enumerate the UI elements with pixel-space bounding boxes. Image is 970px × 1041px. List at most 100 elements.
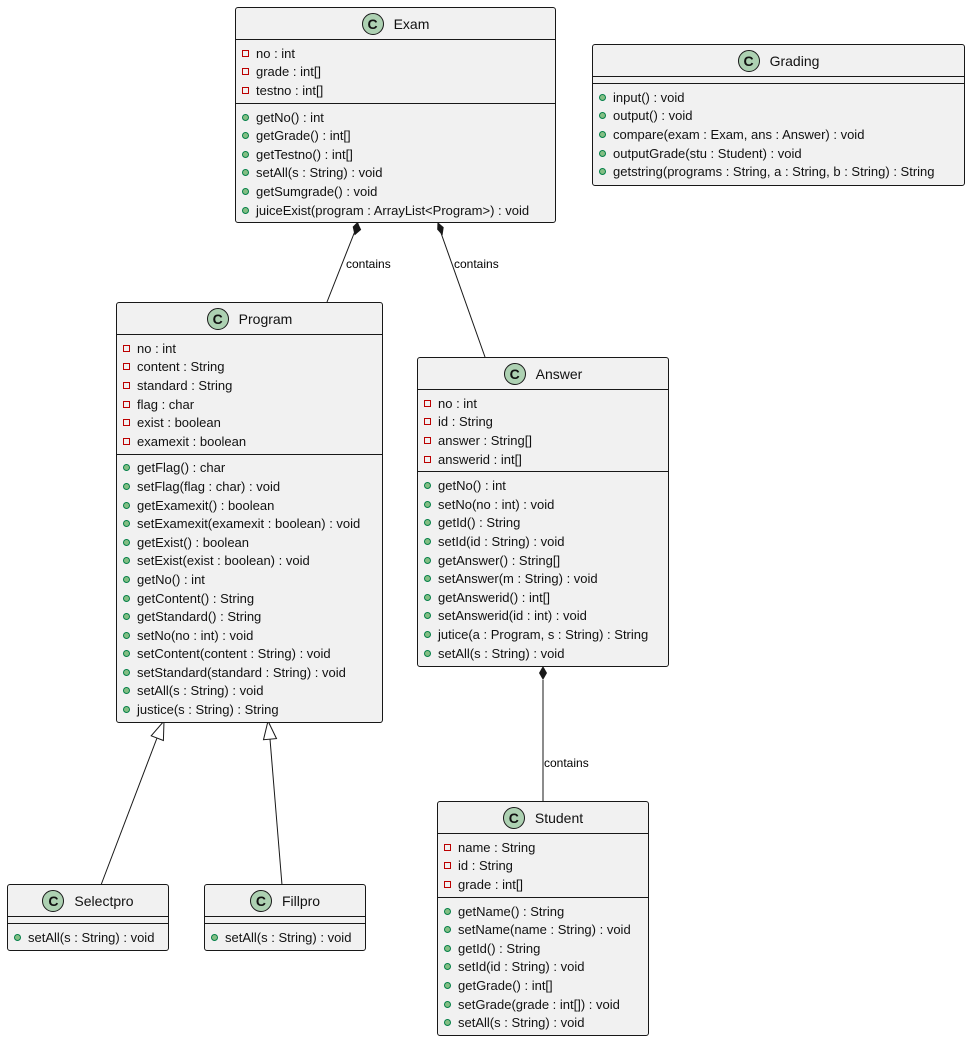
class-selectpro[interactable]: C Selectpro setAll(s : String) : void bbox=[7, 884, 169, 951]
public-visibility-icon bbox=[424, 519, 431, 527]
method-text: juiceExist(program : ArrayList<Program>)… bbox=[256, 202, 530, 218]
public-visibility-icon bbox=[123, 613, 130, 621]
class-badge-icon: C bbox=[249, 889, 272, 912]
class-fillpro[interactable]: C Fillpro setAll(s : String) : void bbox=[204, 884, 366, 951]
method-row: setNo(no : int) : void bbox=[418, 495, 668, 514]
attribute-text: grade : int[] bbox=[256, 64, 322, 80]
public-visibility-icon bbox=[242, 132, 249, 140]
private-visibility-icon bbox=[444, 843, 451, 851]
public-visibility-icon bbox=[444, 1000, 451, 1008]
method-row: setId(id : String) : void bbox=[418, 532, 668, 551]
method-row: setFlag(flag : char) : void bbox=[117, 477, 382, 496]
class-badge-icon: C bbox=[737, 49, 760, 72]
class-header: C Grading bbox=[593, 45, 964, 77]
public-visibility-icon bbox=[123, 501, 130, 509]
class-name: Program bbox=[238, 310, 293, 327]
attribute-text: name : String bbox=[458, 839, 536, 855]
method-row: getGrade() : int[] bbox=[438, 976, 648, 995]
class-header: C Selectpro bbox=[8, 885, 168, 917]
public-visibility-icon bbox=[424, 630, 431, 638]
method-row: getAnswerid() : int[] bbox=[418, 588, 668, 607]
method-text: input() : void bbox=[613, 89, 685, 105]
method-row: setName(name : String) : void bbox=[438, 920, 648, 939]
private-visibility-icon bbox=[242, 86, 249, 94]
method-text: getFlag() : char bbox=[137, 460, 226, 476]
method-text: getId() : String bbox=[458, 940, 541, 956]
method-text: getSumgrade() : void bbox=[256, 183, 378, 199]
public-visibility-icon bbox=[242, 187, 249, 195]
attribute-text: no : int bbox=[137, 340, 177, 356]
class-badge-icon: C bbox=[502, 806, 525, 829]
fillpro-program-inheritance bbox=[262, 719, 283, 886]
public-visibility-icon bbox=[599, 93, 606, 101]
exam-program-composition: contains bbox=[326, 222, 391, 303]
method-row: output() : void bbox=[593, 107, 964, 126]
method-row: justice(s : String) : String bbox=[117, 700, 382, 719]
answer-student-label: contains bbox=[544, 756, 589, 770]
method-text: getAnswerid() : int[] bbox=[438, 589, 550, 605]
public-visibility-icon bbox=[123, 668, 130, 676]
method-row: getNo() : int bbox=[418, 476, 668, 495]
method-row: getFlag() : char bbox=[117, 459, 382, 478]
method-row: getNo() : int bbox=[236, 108, 555, 127]
private-visibility-icon bbox=[424, 436, 431, 444]
attribute-row: exist : boolean bbox=[117, 413, 382, 432]
attribute-text: id : String bbox=[438, 414, 493, 430]
method-text: getNo() : int bbox=[256, 109, 324, 125]
class-badge-icon: C bbox=[503, 362, 526, 385]
class-name: Fillpro bbox=[281, 892, 321, 909]
attribute-row: no : int bbox=[236, 44, 555, 63]
attribute-row: no : int bbox=[418, 394, 668, 413]
attribute-row: grade : int[] bbox=[438, 875, 648, 894]
method-text: getContent() : String bbox=[137, 590, 255, 606]
private-visibility-icon bbox=[424, 418, 431, 426]
attribute-text: content : String bbox=[137, 359, 225, 375]
method-row: getNo() : int bbox=[117, 570, 382, 589]
method-row: getId() : String bbox=[418, 514, 668, 533]
private-visibility-icon bbox=[123, 381, 130, 389]
method-text: justice(s : String) : String bbox=[137, 702, 279, 718]
attribute-text: grade : int[] bbox=[458, 876, 524, 892]
public-visibility-icon bbox=[242, 206, 249, 214]
public-visibility-icon bbox=[123, 557, 130, 565]
method-row: getStandard() : String bbox=[117, 607, 382, 626]
method-text: outputGrade(stu : Student) : void bbox=[613, 145, 802, 161]
class-badge-icon: C bbox=[42, 889, 65, 912]
class-header: C Program bbox=[117, 303, 382, 335]
method-text: getNo() : int bbox=[438, 478, 506, 494]
method-text: setId(id : String) : void bbox=[458, 959, 585, 975]
public-visibility-icon bbox=[444, 981, 451, 989]
method-text: getExist() : boolean bbox=[137, 534, 250, 550]
method-row: setExamexit(examexit : boolean) : void bbox=[117, 514, 382, 533]
method-text: getGrade() : int[] bbox=[458, 977, 553, 993]
attributes-section bbox=[205, 917, 365, 924]
class-header: C Fillpro bbox=[205, 885, 365, 917]
private-visibility-icon bbox=[123, 344, 130, 352]
method-text: setFlag(flag : char) : void bbox=[137, 478, 281, 494]
public-visibility-icon bbox=[123, 482, 130, 490]
method-row: setAnswer(m : String) : void bbox=[418, 569, 668, 588]
attribute-row: testno : int[] bbox=[236, 81, 555, 100]
public-visibility-icon bbox=[444, 907, 451, 915]
method-row: setAll(s : String) : void bbox=[418, 644, 668, 663]
method-text: setName(name : String) : void bbox=[458, 922, 631, 938]
public-visibility-icon bbox=[424, 612, 431, 620]
method-row: setAll(s : String) : void bbox=[438, 1013, 648, 1032]
public-visibility-icon bbox=[14, 933, 21, 941]
class-name: Answer bbox=[535, 365, 583, 382]
exam-program-label: contains bbox=[346, 257, 391, 271]
attribute-text: no : int bbox=[256, 45, 296, 61]
exam-answer-composition: contains bbox=[437, 222, 499, 358]
public-visibility-icon bbox=[599, 112, 606, 120]
public-visibility-icon bbox=[123, 520, 130, 528]
